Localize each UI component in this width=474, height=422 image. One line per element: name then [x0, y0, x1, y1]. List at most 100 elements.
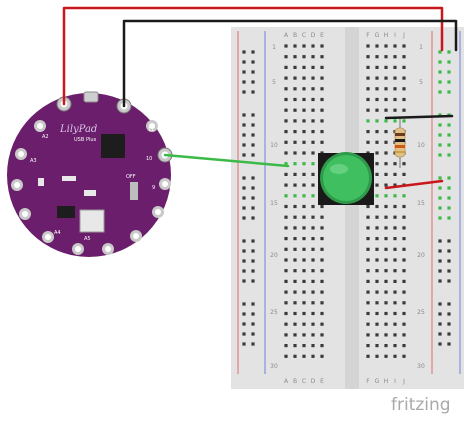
- breadboard-hole: [242, 259, 246, 263]
- breadboard-hole: [284, 108, 288, 112]
- breadboard-hole: [251, 216, 255, 220]
- breadboard-hole: [447, 239, 451, 243]
- breadboard-hole: [393, 162, 397, 166]
- col-letter: I: [394, 378, 396, 385]
- breadboard-hole: [438, 206, 442, 210]
- breadboard-hole: [284, 65, 288, 69]
- pad-hole: [155, 209, 161, 215]
- breadboard-hole: [447, 322, 451, 326]
- breadboard-hole: [384, 226, 388, 230]
- pin-label-11: 11: [148, 127, 154, 133]
- breadboard-hole: [366, 344, 370, 348]
- breadboard-hole: [251, 332, 255, 336]
- col-letter: G: [375, 378, 380, 385]
- breadboard-hole: [293, 322, 297, 326]
- breadboard-hole: [393, 247, 397, 251]
- breadboard-hole: [311, 151, 315, 155]
- breadboard-hole: [375, 215, 379, 219]
- breadboard-hole: [242, 176, 246, 180]
- breadboard-hole: [293, 130, 297, 134]
- breadboard-hole: [302, 237, 306, 241]
- pad-hole: [14, 182, 20, 188]
- pin-label-a3: A3: [30, 158, 37, 164]
- breadboard-hole: [293, 354, 297, 358]
- breadboard-hole: [384, 344, 388, 348]
- row-number: 1: [272, 44, 276, 51]
- breadboard-hole: [375, 247, 379, 251]
- breadboard-hole: [366, 108, 370, 112]
- breadboard-hole: [393, 65, 397, 69]
- breadboard-hole: [302, 301, 306, 305]
- breadboard-hole: [402, 301, 406, 305]
- breadboard-hole: [284, 247, 288, 251]
- breadboard-hole: [366, 258, 370, 262]
- breadboard-hole: [242, 113, 246, 117]
- row-number: 5: [419, 79, 423, 86]
- breadboard-hole: [402, 344, 406, 348]
- pad-hole: [37, 123, 43, 129]
- breadboard-hole: [384, 76, 388, 80]
- breadboard-hole: [402, 204, 406, 209]
- breadboard-hole: [302, 194, 306, 198]
- breadboard-hole: [438, 60, 442, 64]
- col-letter: H: [384, 378, 389, 385]
- breadboard-hole: [293, 194, 297, 198]
- breadboard-hole: [393, 183, 397, 187]
- breadboard-hole: [438, 259, 442, 263]
- breadboard-hole: [393, 258, 397, 262]
- breadboard-hole: [393, 87, 397, 91]
- breadboard-hole: [438, 123, 442, 127]
- breadboard-hole: [447, 206, 451, 210]
- breadboard-hole: [447, 302, 451, 306]
- breadboard-hole: [375, 172, 379, 176]
- breadboard-hole: [293, 247, 297, 251]
- breadboard-hole: [302, 108, 306, 112]
- breadboard-hole: [251, 133, 255, 137]
- breadboard-hole: [384, 151, 388, 155]
- breadboard-hole: [284, 76, 288, 80]
- breadboard-hole: [320, 97, 324, 102]
- breadboard-hole: [293, 258, 297, 262]
- breadboard-hole: [242, 143, 246, 147]
- breadboard-hole: [447, 279, 451, 283]
- breadboard-hole: [402, 322, 406, 326]
- breadboard-hole: [311, 97, 315, 102]
- breadboard-hole: [384, 65, 388, 69]
- breadboard-hole: [320, 119, 324, 123]
- breadboard-hole: [375, 279, 379, 283]
- breadboard-hole: [293, 119, 297, 123]
- breadboard-hole: [384, 301, 388, 305]
- breadboard-hole: [293, 151, 297, 155]
- breadboard-hole: [438, 269, 442, 273]
- breadboard-hole: [251, 259, 255, 263]
- breadboard-hole: [251, 113, 255, 117]
- column-letters-top: A B C D E F G H I J: [284, 32, 405, 39]
- wires: [62, 6, 458, 190]
- breadboard-hole: [384, 108, 388, 112]
- breadboard-hole: [375, 44, 379, 48]
- breadboard-hole: [447, 80, 451, 84]
- breadboard-hole: [242, 186, 246, 190]
- breadboard-hole: [302, 162, 306, 166]
- breadboard-hole: [438, 80, 442, 84]
- pad-hole: [22, 211, 28, 217]
- breadboard-hole: [438, 186, 442, 190]
- breadboard-hole: [311, 237, 315, 241]
- breadboard-hole: [302, 87, 306, 91]
- breadboard-hole: [311, 162, 315, 166]
- breadboard-hole: [242, 90, 246, 94]
- breadboard-hole: [320, 215, 324, 219]
- black-ground-wire: [122, 19, 458, 108]
- breadboard-hole: [393, 237, 397, 241]
- breadboard-hole: [251, 342, 255, 346]
- breadboard-hole: [302, 55, 306, 59]
- breadboard-hole: [242, 312, 246, 316]
- breadboard-hole: [375, 226, 379, 230]
- breadboard-hole: [366, 130, 370, 134]
- breadboard-hole: [384, 87, 388, 91]
- breadboard-hole: [393, 172, 397, 176]
- breadboard-hole: [438, 302, 442, 306]
- breadboard-hole: [438, 176, 442, 180]
- breadboard-hole: [284, 322, 288, 326]
- breadboard-hole: [293, 311, 297, 316]
